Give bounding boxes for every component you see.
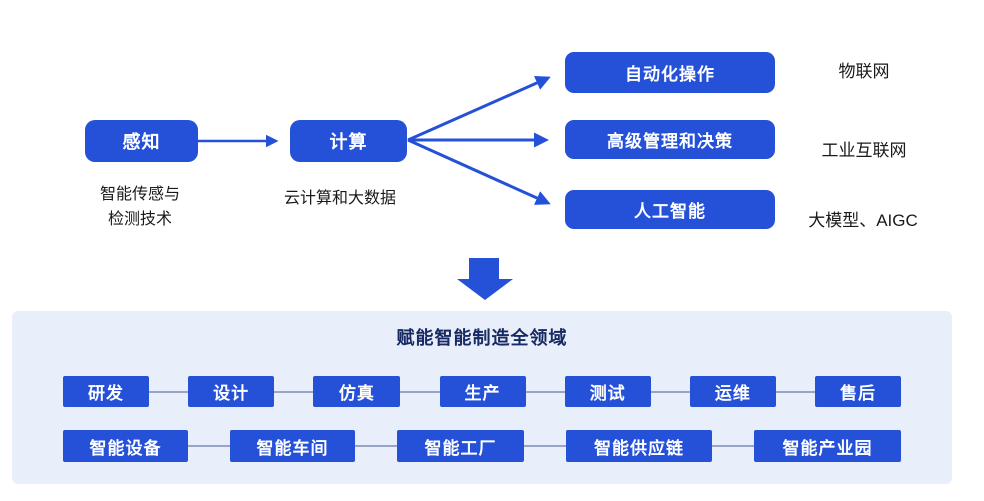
- enabling-panel: 赋能智能制造全领域 研发 设计 仿真 生产 测试 运维 售后 智能设备 智能车间…: [12, 311, 952, 484]
- connector-line: [524, 445, 566, 447]
- connector-line: [775, 390, 816, 393]
- perception-caption-line1: 智能传感与: [99, 186, 180, 203]
- computing-caption: 云计算和大数据: [283, 190, 396, 207]
- connector-line: [149, 390, 189, 393]
- flow-node-perception: 感知: [85, 120, 198, 162]
- flow-node-computing: 计算: [290, 120, 407, 162]
- chain-node-smart-industrial-park: 智能产业园: [754, 430, 901, 462]
- chain-node-smart-workshop: 智能车间: [230, 430, 355, 462]
- chain-node-simulation: 仿真: [313, 376, 401, 407]
- connector-line: [712, 445, 754, 447]
- annotation-large-model-aigc: 大模型、AIGC: [808, 211, 918, 230]
- perception-caption: 智能传感与 检测技术: [60, 182, 220, 232]
- annotation-iot: 物联网: [838, 62, 890, 81]
- connector-line: [650, 390, 690, 393]
- arrow-computing-to-automation: [407, 76, 551, 142]
- connector-line: [355, 445, 397, 447]
- flow-node-perception-label: 感知: [122, 132, 161, 152]
- chain-node-smart-equipment: 智能设备: [63, 430, 188, 462]
- chain-node-smart-supply-chain: 智能供应链: [566, 430, 712, 462]
- connector-line: [525, 390, 565, 393]
- flow-node-management-label: 高级管理和决策: [607, 132, 733, 151]
- perception-caption-line2: 检测技术: [107, 211, 172, 228]
- connector-line: [274, 390, 314, 393]
- connector-line: [400, 390, 440, 393]
- scenario-chain-row: 智能设备 智能车间 智能工厂 智能供应链 智能产业园: [63, 430, 901, 462]
- chain-node-production: 生产: [439, 376, 526, 407]
- chain-node-design: 设计: [188, 376, 275, 407]
- flow-node-ai-label: 人工智能: [634, 202, 706, 221]
- panel-title: 赋能智能制造全领域: [396, 328, 568, 348]
- flow-node-automation: 自动化操作: [565, 52, 775, 93]
- chain-node-rd: 研发: [63, 376, 149, 407]
- annotation-industrial-internet: 工业互联网: [821, 141, 907, 160]
- connector-line: [188, 445, 230, 447]
- chain-node-testing: 测试: [564, 376, 651, 407]
- chain-node-aftersales: 售后: [815, 376, 902, 407]
- flow-node-automation-label: 自动化操作: [625, 65, 715, 84]
- flow-node-ai: 人工智能: [565, 190, 775, 229]
- chain-node-operations: 运维: [689, 376, 776, 407]
- down-arrow-icon: [457, 258, 513, 300]
- flow-node-management: 高级管理和决策: [565, 120, 775, 159]
- chain-node-smart-factory: 智能工厂: [397, 430, 524, 462]
- process-chain-row: 研发 设计 仿真 生产 测试 运维 售后: [63, 376, 902, 407]
- flow-node-computing-label: 计算: [329, 132, 368, 152]
